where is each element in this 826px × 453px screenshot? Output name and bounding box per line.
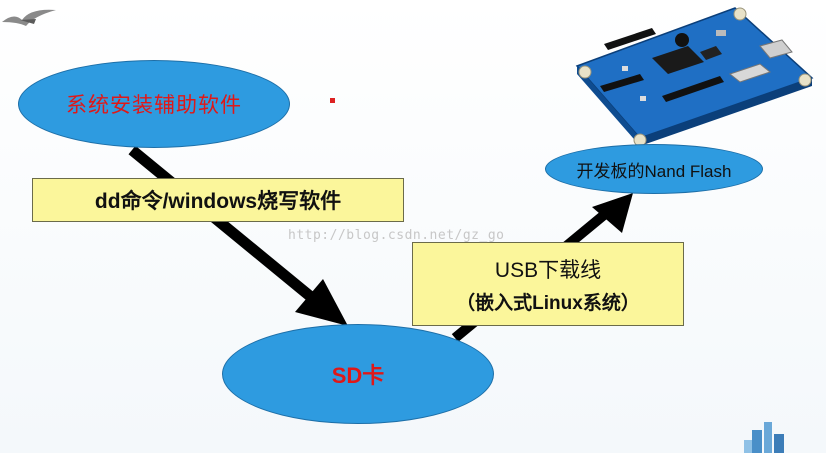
buildings-icon bbox=[744, 422, 784, 453]
arrow-software-to-sdcard bbox=[128, 145, 348, 326]
node-nand-flash: 开发板的Nand Flash bbox=[545, 144, 763, 194]
label-usb-line1: USB下载线 bbox=[494, 258, 602, 282]
label-usb-line2: （嵌入式Linux系统） bbox=[456, 292, 640, 314]
node-install-software: 系统安装辅助软件 bbox=[18, 60, 290, 148]
label-usb-download: USB下载线 （嵌入式Linux系统） bbox=[412, 242, 684, 326]
red-dot-mark bbox=[330, 98, 335, 103]
node-sd-card-label: SD卡 bbox=[331, 363, 385, 388]
label-dd-tool: dd命令/windows烧写软件 bbox=[32, 178, 404, 222]
dev-board-image bbox=[575, 7, 814, 147]
node-nand-flash-label: 开发板的Nand Flash bbox=[576, 161, 732, 181]
node-sd-card: SD卡 bbox=[222, 324, 494, 424]
label-dd-tool-text: dd命令/windows烧写软件 bbox=[94, 190, 342, 213]
seagull-icon bbox=[2, 9, 56, 26]
node-install-software-label: 系统安装辅助软件 bbox=[66, 93, 242, 117]
watermark-text: http://blog.csdn.net/gz_go bbox=[288, 228, 505, 243]
